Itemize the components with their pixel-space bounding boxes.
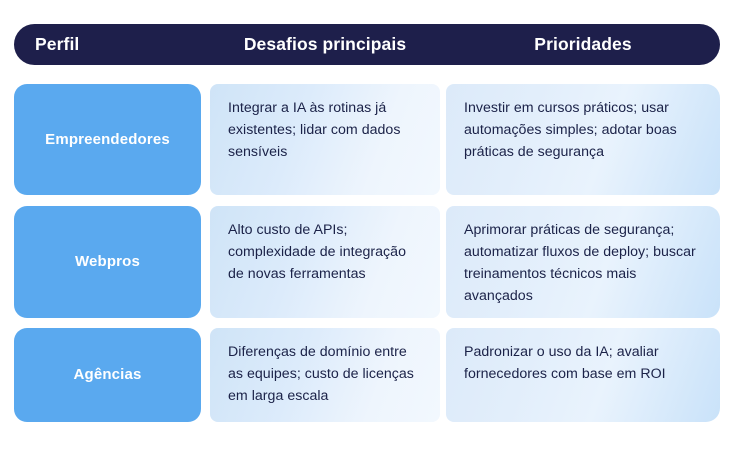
priorities-cell: Investir em cursos práticos; usar automa… xyxy=(446,84,720,195)
priorities-text: Investir em cursos práticos; usar automa… xyxy=(464,100,677,160)
profile-label: Empreendedores xyxy=(45,130,170,148)
challenges-cell: Alto custo de APIs; complexidade de inte… xyxy=(210,206,440,318)
table-row: Empreendedores Integrar a IA às rotinas … xyxy=(0,84,733,195)
column-header-perfil: Perfil xyxy=(35,34,80,54)
challenges-cell: Integrar a IA às rotinas já existentes; … xyxy=(210,84,440,195)
priorities-cell: Aprimorar práticas de segurança; automat… xyxy=(446,206,720,318)
profile-label: Webpros xyxy=(75,253,140,271)
priorities-cell: Padronizar o uso da IA; avaliar forneced… xyxy=(446,328,720,422)
priorities-text: Padronizar o uso da IA; avaliar forneced… xyxy=(464,344,666,382)
profile-card: Empreendedores xyxy=(14,84,201,195)
challenges-text: Diferenças de domínio entre as equipes; … xyxy=(228,344,414,404)
challenges-text: Integrar a IA às rotinas já existentes; … xyxy=(228,100,401,160)
priorities-text: Aprimorar práticas de segurança; automat… xyxy=(464,222,696,304)
table-row: Webpros Alto custo de APIs; complexidade… xyxy=(0,206,733,318)
profile-card: Agências xyxy=(14,328,201,422)
challenges-text: Alto custo de APIs; complexidade de inte… xyxy=(228,222,406,282)
challenges-cell: Diferenças de domínio entre as equipes; … xyxy=(210,328,440,422)
table-row: Agências Diferenças de domínio entre as … xyxy=(0,328,733,422)
profile-card: Webpros xyxy=(14,206,201,318)
profile-label: Agências xyxy=(73,366,142,384)
column-header-prioridades: Prioridades xyxy=(534,34,632,54)
column-header-desafios-principais: Desafios principais xyxy=(243,34,407,54)
table-header-bar: Perfil Desafios principais Prioridades xyxy=(14,24,720,65)
